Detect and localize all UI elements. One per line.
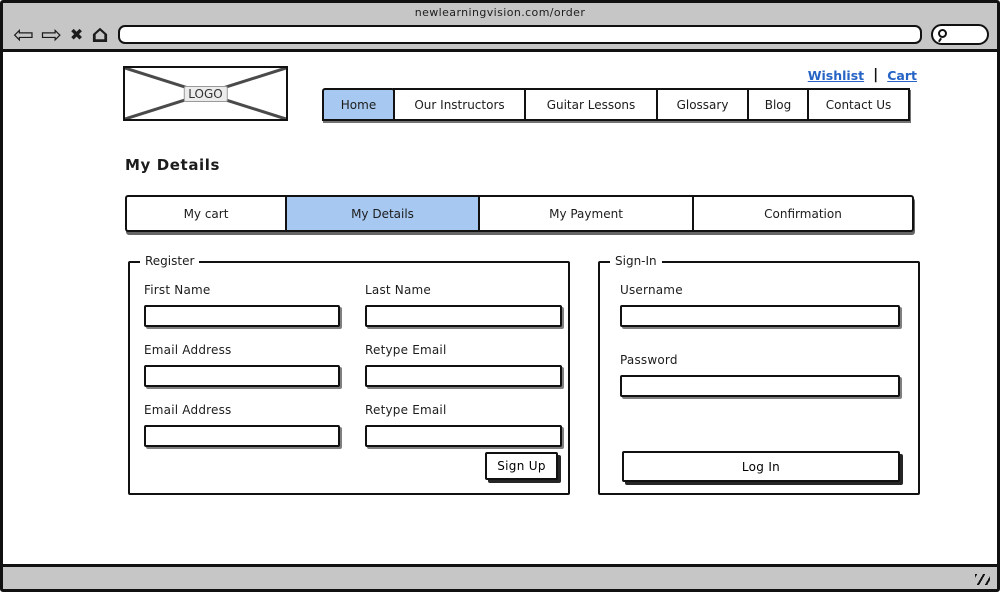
step-tab-my-details[interactable]: My Details (285, 195, 480, 232)
password-label: Password (620, 353, 678, 367)
nav-tab-home[interactable]: Home (322, 88, 395, 121)
username-input[interactable] (620, 305, 900, 327)
retype-email-field-group: Retype Email (365, 343, 562, 387)
wishlist-link[interactable]: Wishlist (807, 67, 865, 83)
sign-up-button[interactable]: Sign Up (485, 452, 558, 480)
retype-email-2-input[interactable] (365, 425, 562, 447)
last-name-input[interactable] (365, 305, 562, 327)
step-tab-label: My cart (183, 206, 229, 221)
email-address-input[interactable] (144, 365, 340, 387)
logo-text: LOGO (183, 85, 228, 102)
nav-tab-label: Glossary (676, 97, 729, 112)
cart-link[interactable]: Cart (887, 67, 917, 83)
nav-tab-blog[interactable]: Blog (747, 88, 809, 121)
retype-email-label: Retype Email (365, 343, 447, 357)
step-tab-label: My Payment (549, 206, 623, 221)
email-address-2-input[interactable] (144, 425, 340, 447)
email-address-field-group: Email Address (144, 343, 340, 387)
username-label: Username (620, 283, 683, 297)
nav-tab-label: Home (340, 97, 377, 112)
first-name-input[interactable] (144, 305, 340, 327)
password-input[interactable] (620, 375, 900, 397)
browser-statusbar (3, 564, 997, 589)
address-bar-input[interactable] (117, 24, 922, 44)
nav-tab-contact-us[interactable]: Contact Us (807, 88, 910, 121)
checkout-step-tabs: My cart My Details My Payment Confirmati… (125, 195, 914, 232)
register-panel: Register First Name Last Name Email Addr… (128, 254, 570, 495)
email-address-2-field-group: Email Address (144, 403, 340, 447)
search-input[interactable] (931, 23, 989, 45)
nav-tab-label: Our Instructors (414, 97, 505, 112)
first-name-label: First Name (144, 283, 211, 297)
log-in-button[interactable]: Log In (622, 451, 900, 482)
step-tab-label: Confirmation (764, 206, 842, 221)
nav-tab-our-instructors[interactable]: Our Instructors (393, 88, 526, 121)
signin-form: Username Password (600, 263, 918, 397)
search-icon (938, 28, 947, 38)
signin-legend: Sign-In (610, 254, 662, 268)
step-tab-my-payment[interactable]: My Payment (478, 195, 694, 232)
link-separator: | (873, 67, 879, 83)
browser-titlebar: newlearningvision.com/order (3, 3, 997, 22)
resize-grip-icon[interactable] (975, 574, 990, 585)
signin-panel: Sign-In Username Password Log In (598, 254, 920, 495)
retype-email-2-field-group: Retype Email (365, 403, 562, 447)
stop-icon[interactable]: ✖ (69, 24, 84, 44)
browser-nav-icons: ⇦ ⇨ ✖ ⌂ (13, 22, 109, 47)
step-tab-my-cart[interactable]: My cart (125, 195, 287, 232)
retype-email-input[interactable] (365, 365, 562, 387)
last-name-field-group: Last Name (365, 283, 562, 327)
retype-email-2-label: Retype Email (365, 403, 447, 417)
home-icon[interactable]: ⌂ (91, 20, 109, 48)
first-name-field-group: First Name (144, 283, 340, 327)
logo-placeholder: LOGO (123, 66, 288, 121)
nav-tab-label: Guitar Lessons (546, 97, 636, 112)
main-navigation: Home Our Instructors Guitar Lessons Glos… (322, 88, 910, 121)
username-field-group: Username (620, 283, 900, 327)
last-name-label: Last Name (365, 283, 432, 297)
email-address-2-label: Email Address (144, 403, 232, 417)
nav-tab-label: Contact Us (825, 97, 892, 112)
register-legend: Register (140, 254, 200, 268)
step-tab-label: My Details (351, 206, 414, 221)
nav-tab-guitar-lessons[interactable]: Guitar Lessons (524, 88, 658, 121)
utility-links: Wishlist | Cart (808, 67, 917, 83)
step-tab-confirmation[interactable]: Confirmation (692, 195, 914, 232)
page-url-title: newlearningvision.com/order (414, 6, 586, 19)
back-icon[interactable]: ⇦ (13, 19, 34, 49)
email-address-label: Email Address (144, 343, 232, 357)
password-field-group: Password (620, 353, 900, 397)
page-title: My Details (125, 156, 221, 174)
nav-tab-label: Blog (764, 97, 792, 112)
register-form: First Name Last Name Email Address Retyp… (130, 263, 568, 463)
nav-tab-glossary[interactable]: Glossary (656, 88, 749, 121)
forward-icon[interactable]: ⇨ (40, 19, 62, 49)
browser-toolbar: ⇦ ⇨ ✖ ⌂ (3, 22, 997, 52)
